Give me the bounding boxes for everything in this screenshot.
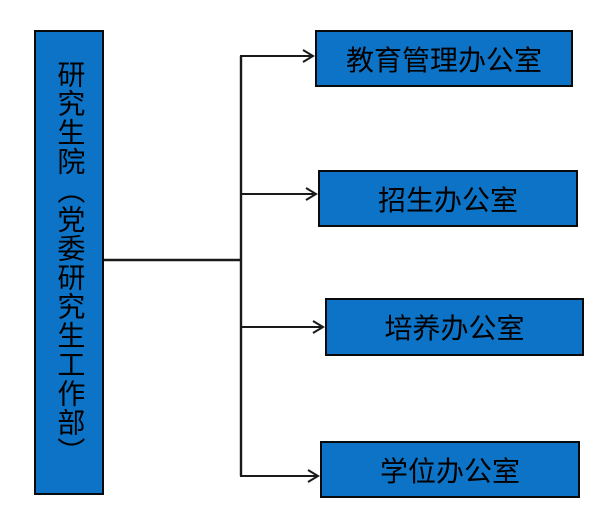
root-box-graduate-school: 研究生院（党委研究生工作部） (34, 30, 104, 495)
child-box-degree-office: 学位办公室 (320, 441, 580, 498)
arrow-head-icon-1 (302, 49, 315, 63)
child-box-label: 学位办公室 (379, 455, 520, 487)
child-box-label: 教育管理办公室 (345, 44, 542, 76)
arrow-head-icon-4 (307, 469, 320, 483)
arrow-head-icon-3 (312, 320, 325, 334)
arrow-head-icon-2 (305, 187, 318, 201)
child-box-education-management-office: 教育管理办公室 (315, 30, 573, 87)
root-box-label: 研究生院（党委研究生工作部） (54, 59, 86, 466)
child-box-admissions-office: 招生办公室 (318, 170, 578, 227)
child-box-label: 培养办公室 (384, 313, 525, 344)
child-box-training-office: 培养办公室 (325, 298, 584, 356)
child-box-label: 招生办公室 (377, 184, 518, 216)
